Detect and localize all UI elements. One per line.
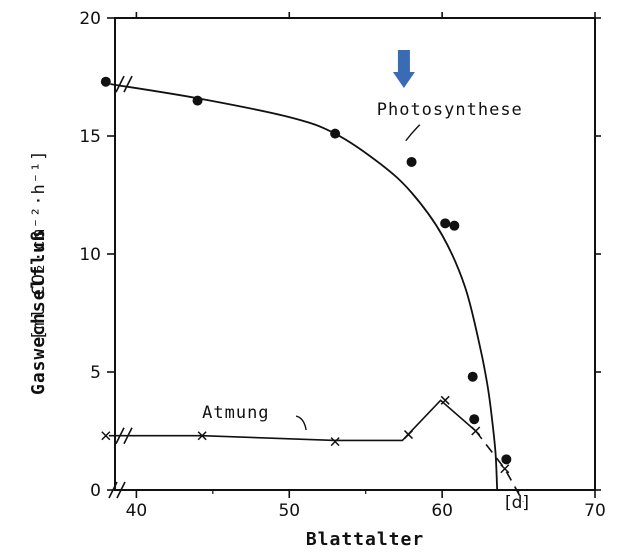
down-arrow-icon bbox=[392, 50, 415, 88]
series-label-atmung: Atmung bbox=[202, 403, 269, 423]
axis-tick-labels: 40 50 60 70 0 5 10 15 20 bbox=[79, 9, 605, 521]
data-point-atmung-3 bbox=[403, 430, 414, 440]
x-axis-unit: [d] bbox=[505, 493, 529, 513]
data-point-photosynthese-7 bbox=[469, 414, 480, 425]
data-point-photosynthese-4 bbox=[440, 218, 451, 229]
data-point-photosynthese-6 bbox=[467, 371, 478, 382]
data-point-atmung-4-b bbox=[440, 395, 450, 405]
x-tick-label-70: 70 bbox=[584, 501, 606, 521]
y-tick-label-0: 0 bbox=[90, 481, 101, 501]
y-tick-label-15: 15 bbox=[79, 127, 101, 147]
x-tick-label-50: 50 bbox=[278, 501, 300, 521]
series-line-atmung-dashed bbox=[475, 430, 524, 503]
y-tick-label-20: 20 bbox=[79, 9, 101, 29]
series-label-photosynthese: Photosynthese bbox=[377, 100, 523, 120]
axis-ticks bbox=[107, 12, 601, 498]
data-point-photosynthese-1 bbox=[192, 95, 203, 106]
data-point-atmung-0 bbox=[101, 431, 111, 441]
x-axis-label: Blattalter bbox=[306, 529, 424, 550]
series-points bbox=[100, 76, 512, 474]
data-point-atmung-0-b bbox=[101, 431, 111, 441]
arrow-head bbox=[392, 72, 415, 88]
data-point-photosynthese-8 bbox=[501, 454, 512, 465]
series-line-photosynthese bbox=[110, 83, 499, 491]
data-point-photosynthese-2 bbox=[330, 128, 341, 139]
data-point-atmung-5 bbox=[471, 426, 481, 436]
data-point-atmung-2-b bbox=[330, 437, 340, 447]
x-axis-break-b bbox=[116, 481, 126, 499]
photosynthese-break-b bbox=[123, 75, 133, 93]
data-point-photosynthese-5 bbox=[449, 220, 460, 231]
data-point-atmung-6-b bbox=[500, 464, 510, 474]
y-tick-label-5: 5 bbox=[90, 363, 101, 383]
series-lines bbox=[108, 83, 524, 503]
x-tick-label-40: 40 bbox=[126, 501, 148, 521]
y-tick-label-10: 10 bbox=[79, 245, 101, 265]
series-label-leader-atmung bbox=[295, 415, 307, 431]
data-point-atmung-2 bbox=[330, 437, 340, 447]
photosynthese-break-a bbox=[115, 75, 125, 93]
series-label-leader-photosynthese bbox=[405, 124, 421, 142]
data-point-atmung-5-b bbox=[471, 426, 481, 436]
data-point-atmung-1-b bbox=[197, 431, 207, 441]
data-point-atmung-6 bbox=[500, 464, 510, 474]
series-line-atmung bbox=[108, 399, 477, 442]
x-tick-label-60: 60 bbox=[431, 501, 453, 521]
data-point-photosynthese-3 bbox=[406, 156, 417, 167]
data-point-photosynthese-0 bbox=[100, 76, 111, 87]
data-point-atmung-4 bbox=[440, 395, 450, 405]
arrow-shaft bbox=[397, 50, 410, 72]
y-axis-label: Gaswechselfluß bbox=[28, 229, 49, 395]
data-point-atmung-3-b bbox=[403, 430, 414, 440]
y-axis-unit: [ml CO₂·cm⁻²·h⁻¹] bbox=[29, 150, 49, 341]
data-point-atmung-1 bbox=[197, 431, 207, 441]
